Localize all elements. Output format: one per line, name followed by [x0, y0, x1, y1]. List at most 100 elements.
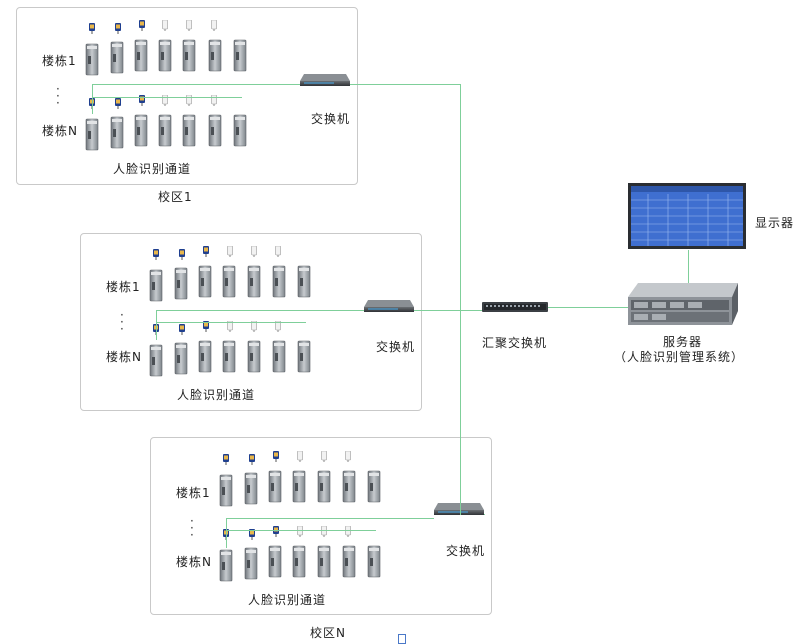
- turnstile-gate-icon: [268, 469, 282, 503]
- core-to-server-wire: [546, 307, 630, 308]
- campus-n-building-last: 楼栋N: [176, 555, 212, 569]
- campus-2-channel-label: 人脸识别通道: [177, 388, 256, 402]
- turnstile-gate-icon: [367, 544, 381, 578]
- backbone-vertical-wire: [460, 84, 461, 515]
- campus-1-switch-label: 交换机: [311, 112, 351, 126]
- turnstile-gate-icon: [297, 339, 311, 373]
- turnstile-gate-icon: [182, 38, 196, 72]
- turnstile-gate-icon: [134, 113, 148, 147]
- turnstile-gate-icon: [208, 113, 222, 147]
- backbone-top-wire: [350, 84, 461, 85]
- turnstile-gate-icon: [208, 38, 222, 72]
- turnstile-gate-icon: [244, 546, 258, 580]
- campus-2-uplink-wire: [414, 310, 484, 311]
- card-reader-icon: [320, 451, 328, 462]
- turnstile-gate-icon: [182, 113, 196, 147]
- turnstile-gate-icon: [233, 113, 247, 147]
- campus-n-box: [150, 437, 492, 615]
- card-reader-icon: [185, 20, 193, 31]
- network-switch-icon: [300, 71, 350, 87]
- network-switch-icon: [434, 500, 484, 516]
- turnstile-gate-icon: [292, 544, 306, 578]
- turnstile-gate-icon: [85, 117, 99, 151]
- campus-n-drop-wire: [226, 518, 227, 548]
- face-reader-icon: [272, 451, 280, 462]
- card-reader-icon: [210, 20, 218, 31]
- campus-1-row-n-wire: [92, 97, 242, 98]
- monitor-label: 显示器: [755, 216, 795, 230]
- turnstile-gate-icon: [247, 339, 261, 373]
- card-reader-icon: [250, 246, 258, 257]
- turnstile-gate-icon: [292, 469, 306, 503]
- face-reader-icon: [152, 249, 160, 260]
- card-reader-icon: [296, 526, 304, 537]
- face-reader-icon: [272, 526, 280, 537]
- campus-2-row-1-wire: [156, 310, 364, 311]
- card-reader-icon: [274, 246, 282, 257]
- turnstile-gate-icon: [110, 115, 124, 149]
- turnstile-gate-icon: [297, 264, 311, 298]
- turnstile-gate-icon: [110, 40, 124, 74]
- campus-2-building-last: 楼栋N: [106, 350, 142, 364]
- campus-1-channel-label: 人脸识别通道: [113, 162, 192, 176]
- server-icon: [628, 283, 738, 325]
- campus-2-row-n-wire: [156, 322, 306, 323]
- turnstile-gate-icon: [222, 264, 236, 298]
- turnstile-gate-icon: [367, 469, 381, 503]
- campus-1-label: 校区1: [158, 190, 193, 204]
- face-reader-icon: [178, 324, 186, 335]
- turnstile-gate-icon: [317, 469, 331, 503]
- campus-2-switch-label: 交换机: [376, 340, 416, 354]
- campus-n-row-n-wire: [226, 530, 376, 531]
- server-sublabel: （人脸识别管理系统）: [614, 350, 745, 364]
- turnstile-gate-icon: [219, 548, 233, 582]
- turnstile-gate-icon: [149, 343, 163, 377]
- backbone-bottom-wire: [484, 514, 485, 515]
- turnstile-gate-icon: [268, 544, 282, 578]
- face-reader-icon: [88, 23, 96, 34]
- campus-n-switch-label: 交换机: [446, 544, 486, 558]
- campus-1-building-first: 楼栋1: [42, 54, 77, 68]
- card-reader-icon: [161, 20, 169, 31]
- server-label: 服务器: [663, 335, 703, 349]
- turnstile-gate-icon: [272, 339, 286, 373]
- turnstile-gate-icon: [219, 473, 233, 507]
- face-reader-icon: [138, 20, 146, 31]
- server-to-monitor-wire: [688, 250, 689, 290]
- turnstile-gate-icon: [198, 264, 212, 298]
- turnstile-gate-icon: [158, 38, 172, 72]
- campus-n-building-first: 楼栋1: [176, 486, 211, 500]
- turnstile-gate-icon: [174, 266, 188, 300]
- card-reader-icon: [344, 451, 352, 462]
- core-switch-icon: [482, 302, 548, 312]
- turnstile-gate-icon: [233, 38, 247, 72]
- turnstile-gate-icon: [247, 264, 261, 298]
- core-switch-label: 汇聚交换机: [482, 336, 548, 350]
- campus-1-dots: · · ·: [56, 82, 60, 110]
- card-reader-icon: [226, 246, 234, 257]
- campus-n-dots: · · ·: [190, 514, 194, 542]
- turnstile-gate-icon: [149, 268, 163, 302]
- turnstile-gate-icon: [158, 113, 172, 147]
- face-reader-icon: [178, 249, 186, 260]
- network-switch-icon: [364, 297, 414, 313]
- turnstile-gate-icon: [317, 544, 331, 578]
- campus-2-building-first: 楼栋1: [106, 280, 141, 294]
- card-reader-icon: [344, 526, 352, 537]
- card-reader-icon: [320, 526, 328, 537]
- turnstile-gate-icon: [244, 471, 258, 505]
- campus-n-channel-label: 人脸识别通道: [248, 593, 327, 607]
- turnstile-gate-icon: [342, 544, 356, 578]
- campus-2-dots: · · ·: [120, 308, 124, 336]
- campus-1-drop-wire: [92, 84, 93, 114]
- turnstile-gate-icon: [342, 469, 356, 503]
- turnstile-gate-icon: [272, 264, 286, 298]
- campus-n-row-1-wire: [226, 518, 434, 519]
- face-reader-icon: [248, 454, 256, 465]
- face-reader-icon: [222, 454, 230, 465]
- turnstile-gate-icon: [134, 38, 148, 72]
- monitor-icon: [628, 183, 746, 249]
- face-reader-icon: [114, 98, 122, 109]
- turnstile-gate-icon: [198, 339, 212, 373]
- campus-2-drop-wire: [156, 310, 157, 340]
